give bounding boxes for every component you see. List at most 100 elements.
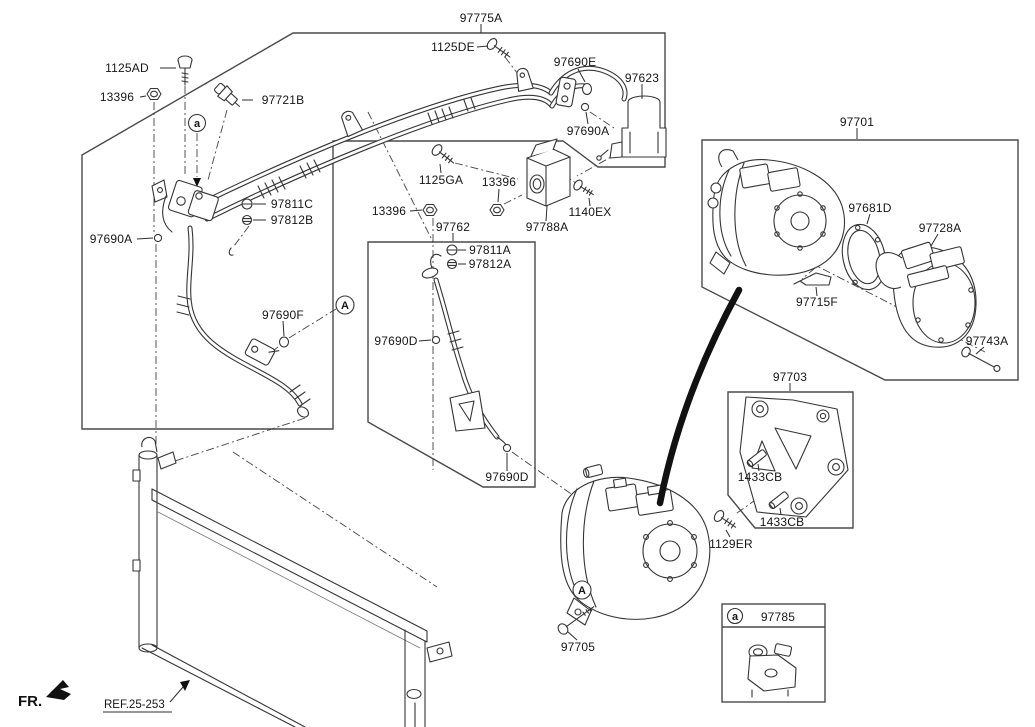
label-leader-lines [103, 24, 985, 713]
ref-arrowhead [180, 680, 190, 691]
label-1433cb-lower[interactable]: 1433CB [760, 515, 805, 529]
label-1433cb-upper[interactable]: 1433CB [738, 470, 783, 484]
callout-a-top-letter: a [194, 118, 201, 130]
box-97701-compressor-assembly [701, 139, 1019, 381]
oring-97690d-upper [431, 335, 441, 345]
fasteners [146, 38, 1001, 635]
label-97690d-lower[interactable]: 97690D [485, 470, 528, 484]
callout-A-main-letter: A [578, 585, 586, 597]
compressor-main-drawing [560, 464, 711, 626]
box-97762-discharge-hose [367, 241, 536, 488]
label-97785[interactable]: 97785 [761, 610, 795, 624]
box-97703-bracket [727, 391, 854, 529]
callout-a-97785 [726, 607, 744, 625]
label-97690f[interactable]: 97690F [262, 308, 304, 322]
hose-ribs [447, 330, 464, 351]
label-13396-right[interactable]: 13396 [482, 175, 516, 189]
label-97690a-right[interactable]: 97690A [567, 124, 610, 138]
clip-97715f-drawing [793, 272, 832, 286]
label-97788a[interactable]: 97788A [526, 220, 569, 234]
box-97785-detail [721, 603, 826, 703]
part-number-labels: 97775A 1125DE 97690E 97623 97690A 1125AD… [90, 11, 1009, 654]
grommet-97811c [241, 198, 253, 210]
discharge-hose-97762-drawing [421, 253, 508, 450]
mount-boss [751, 400, 845, 515]
tube-connector-block [151, 179, 219, 233]
oring-97690e [581, 82, 593, 96]
oring-97690f [278, 336, 290, 348]
label-97701[interactable]: 97701 [840, 115, 874, 129]
label-13396-left[interactable]: 13396 [100, 90, 134, 104]
grommet-97812b [241, 214, 253, 226]
hose-ribs [176, 295, 311, 407]
bolt-1140ex [573, 179, 594, 196]
label-97721b[interactable]: 97721B [262, 93, 305, 107]
oring-97690a-left [153, 233, 163, 243]
label-97775a[interactable]: 97775A [460, 11, 503, 25]
bolt-1125ad [177, 55, 193, 86]
callout-a-97785-letter: a [732, 611, 739, 623]
motor-97728a-drawing [875, 241, 977, 348]
label-97690a-left[interactable]: 97690A [90, 232, 133, 246]
grommet-97811a [446, 244, 458, 256]
bolt-1125ga [431, 144, 455, 164]
expansion-valve-97788a-drawing [526, 138, 571, 207]
label-97812b[interactable]: 97812B [271, 213, 314, 227]
callout-circles: a A A a [187, 113, 744, 625]
pin-1433cb-lower [768, 491, 789, 510]
label-97811c[interactable]: 97811C [271, 197, 313, 211]
label-97690e[interactable]: 97690E [554, 55, 597, 69]
fr-direction-label: FR. [18, 693, 42, 710]
label-97743a[interactable]: 97743A [966, 334, 1009, 348]
oring-97690a-right [580, 102, 590, 112]
footer-marks: FR. REF.25-253 [18, 680, 165, 711]
label-97762[interactable]: 97762 [436, 220, 470, 234]
tube-end-fitting [555, 76, 577, 108]
label-97690d-upper[interactable]: 97690D [374, 334, 417, 348]
ref-25-253-label[interactable]: REF.25-253 [104, 699, 165, 711]
label-1129er[interactable]: 1129ER [709, 537, 753, 551]
pin-1433cb-upper [746, 449, 767, 468]
callout-a-top [187, 113, 207, 133]
bracket-97785-drawing [747, 643, 797, 698]
label-13396-mid[interactable]: 13396 [372, 204, 406, 218]
label-97705[interactable]: 97705 [561, 640, 595, 654]
box-97775a-suction-assembly [81, 32, 666, 430]
label-97728a[interactable]: 97728A [919, 221, 962, 235]
callout-A-left [335, 295, 355, 315]
nut-13396-mid [422, 203, 438, 217]
label-97703[interactable]: 97703 [773, 370, 807, 384]
tube-assembly-97775a-drawing [151, 65, 628, 233]
belt-swoosh-curve [656, 286, 743, 507]
label-97715f[interactable]: 97715F [796, 295, 838, 309]
label-1125de[interactable]: 1125DE [431, 40, 475, 54]
bolt-1129er [713, 509, 737, 529]
nut-13396-left [146, 87, 162, 101]
label-1125ad[interactable]: 1125AD [105, 61, 149, 75]
hook-glyph [228, 247, 234, 256]
label-1125ga[interactable]: 1125GA [419, 173, 463, 187]
bolt-holes [774, 191, 826, 251]
assembly-outline-boxes [81, 32, 1019, 703]
suction-hose-drawing [176, 225, 311, 418]
tube-ribs [257, 97, 476, 199]
nut-13396-right [489, 203, 505, 217]
grommet-97812a [446, 258, 458, 270]
label-97811a[interactable]: 97811A [469, 243, 511, 257]
tube-clamp [516, 67, 534, 92]
solenoid-valve-97623-drawing [596, 95, 667, 161]
callout-A-main [572, 580, 592, 600]
bolt-97705 [557, 606, 595, 635]
compressor-97701-drawing [707, 149, 845, 276]
condenser-drawing [132, 436, 453, 727]
hose-elbow-fitting [244, 338, 280, 366]
callout-A-left-letter: A [341, 300, 349, 312]
bolt-1125de [486, 38, 511, 58]
label-97812a[interactable]: 97812A [469, 257, 512, 271]
label-97681d[interactable]: 97681D [848, 201, 891, 215]
label-1140ex[interactable]: 1140EX [568, 205, 611, 219]
tube-clamp [341, 110, 364, 138]
label-97623[interactable]: 97623 [625, 71, 659, 85]
